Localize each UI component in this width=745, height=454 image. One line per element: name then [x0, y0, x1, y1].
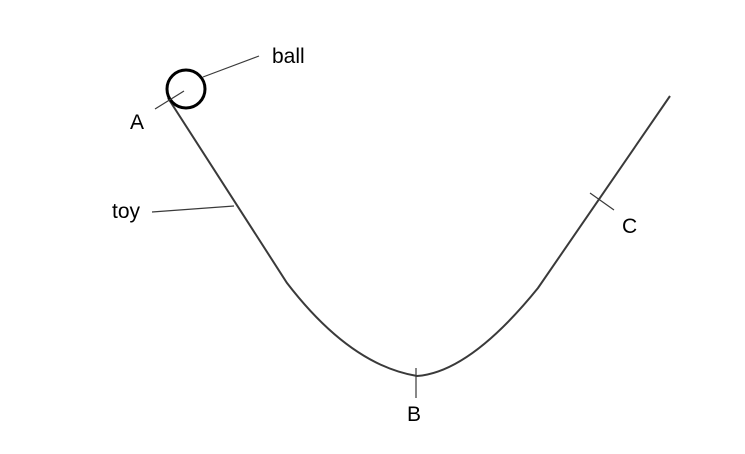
toy-label: toy	[112, 200, 141, 223]
point-b-label: B	[407, 403, 421, 426]
point-c-tick	[589, 192, 615, 211]
toy-leader-line	[151, 205, 235, 213]
point-a-tick	[154, 90, 185, 110]
point-c-label: C	[622, 215, 637, 238]
ball-leader-line	[202, 55, 260, 78]
ball-label: ball	[272, 45, 305, 68]
ball-circle	[165, 68, 207, 110]
point-a-label: A	[130, 111, 144, 134]
toy-track-curve	[167, 95, 671, 378]
